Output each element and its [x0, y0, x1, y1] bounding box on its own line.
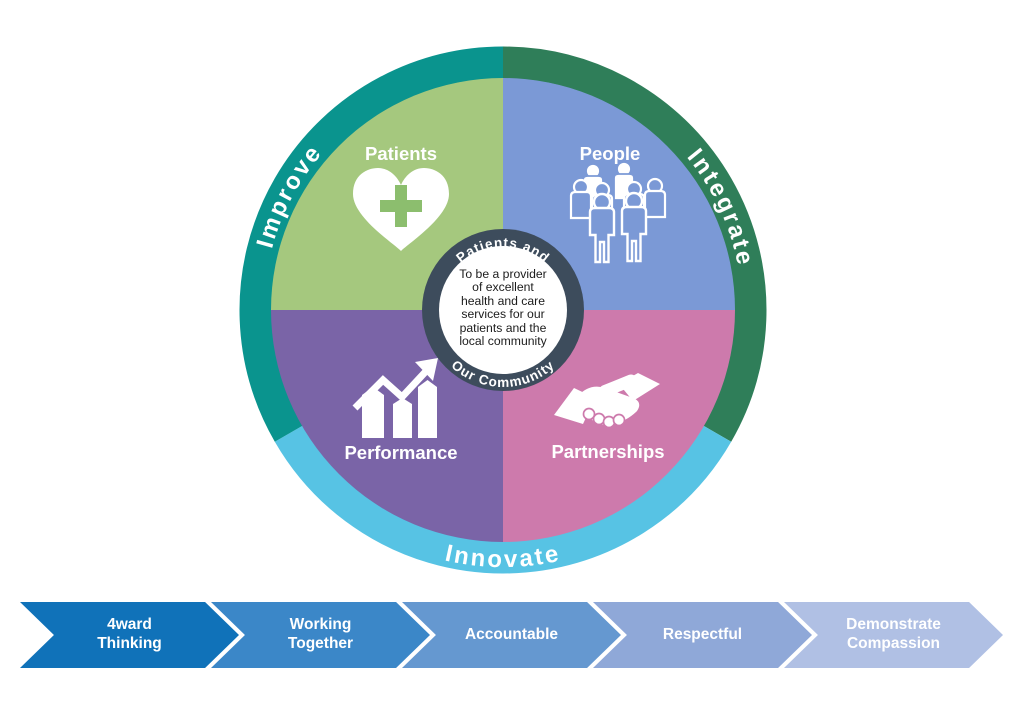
person-front-left [588, 192, 616, 264]
mission-line-2: of excellent [472, 280, 534, 294]
knuckles [582, 407, 626, 429]
value-chevron-accountable: Accountable [402, 602, 621, 668]
mission-line-4: services for our [461, 307, 544, 321]
trend-line [352, 365, 432, 411]
trend-arrowhead [415, 358, 438, 381]
over-fingers [599, 374, 638, 397]
ring-segment-integrate [502, 46, 767, 442]
value-chevron-respectful: Respectful [593, 602, 812, 668]
person-mid-far-right [643, 177, 667, 219]
ring-segment-improve [239, 46, 504, 442]
quadrant-label-performance: Performance [344, 442, 457, 463]
value-label: Demonstrate Compassion [846, 616, 941, 652]
bar-2 [393, 398, 412, 438]
outer-ring [239, 46, 767, 574]
values-bar: 4ward Thinking Working Together Accounta… [20, 602, 1010, 668]
quadrant-performance [271, 310, 503, 542]
value-label: Accountable [464, 625, 558, 643]
bar-3 [418, 380, 437, 438]
value-chevron-4ward-thinking: 4ward Thinking [20, 602, 239, 668]
quadrant-label-partnerships: Partnerships [551, 441, 664, 462]
value-label: Working Together [287, 616, 354, 652]
person-front-right [620, 191, 648, 263]
handshake-icon [554, 373, 660, 429]
value-chevron-working-together: Working Together [211, 602, 430, 668]
medical-cross-shape [380, 185, 422, 227]
mission-statement: To be a provider of excellent health and… [459, 267, 547, 348]
bar-chart-arrow-icon [352, 358, 438, 438]
mission-line-3: health and care [461, 294, 545, 308]
mission-line-5: patients and the [460, 321, 547, 335]
mission-line-6: local community [459, 334, 547, 348]
quadrant-label-patients: Patients [365, 143, 437, 164]
quadrant-label-people: People [580, 143, 641, 164]
value-label: 4ward Thinking [97, 616, 162, 652]
center-inner-circle [439, 246, 567, 374]
value-label: Respectful [662, 625, 743, 643]
mission-line-1: To be a provider [459, 267, 546, 281]
heart-cross-icon [353, 168, 449, 251]
ring-segment-innovate [274, 425, 732, 574]
people-group-icon [569, 161, 667, 264]
value-chevron-demonstrate-compassion: Demonstrate Compassion [784, 602, 1003, 668]
person-mid-far-left [569, 178, 593, 220]
